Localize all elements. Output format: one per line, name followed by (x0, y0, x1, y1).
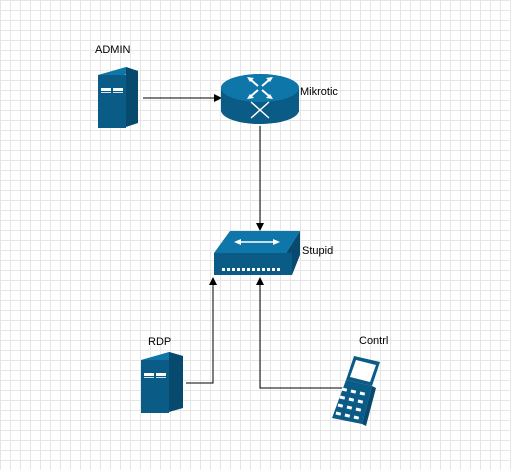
node-label-mikrotic: Mikrotic (300, 86, 338, 98)
switch-icon[interactable] (214, 231, 300, 275)
router-icon[interactable] (221, 74, 299, 124)
node-label-contrl: Contrl (359, 335, 389, 347)
edge-contrl-to-stupid[interactable] (256, 277, 344, 389)
server-tower-icon[interactable] (141, 352, 183, 413)
node-label-admin: ADMIN (95, 44, 131, 56)
node-label-stupid: Stupid (302, 245, 334, 257)
node-label-rdp: RDP (148, 336, 172, 348)
edge-rdp-to-stupid[interactable] (186, 277, 217, 384)
handheld-phone-icon[interactable] (332, 356, 380, 426)
server-tower-icon[interactable] (98, 67, 138, 128)
